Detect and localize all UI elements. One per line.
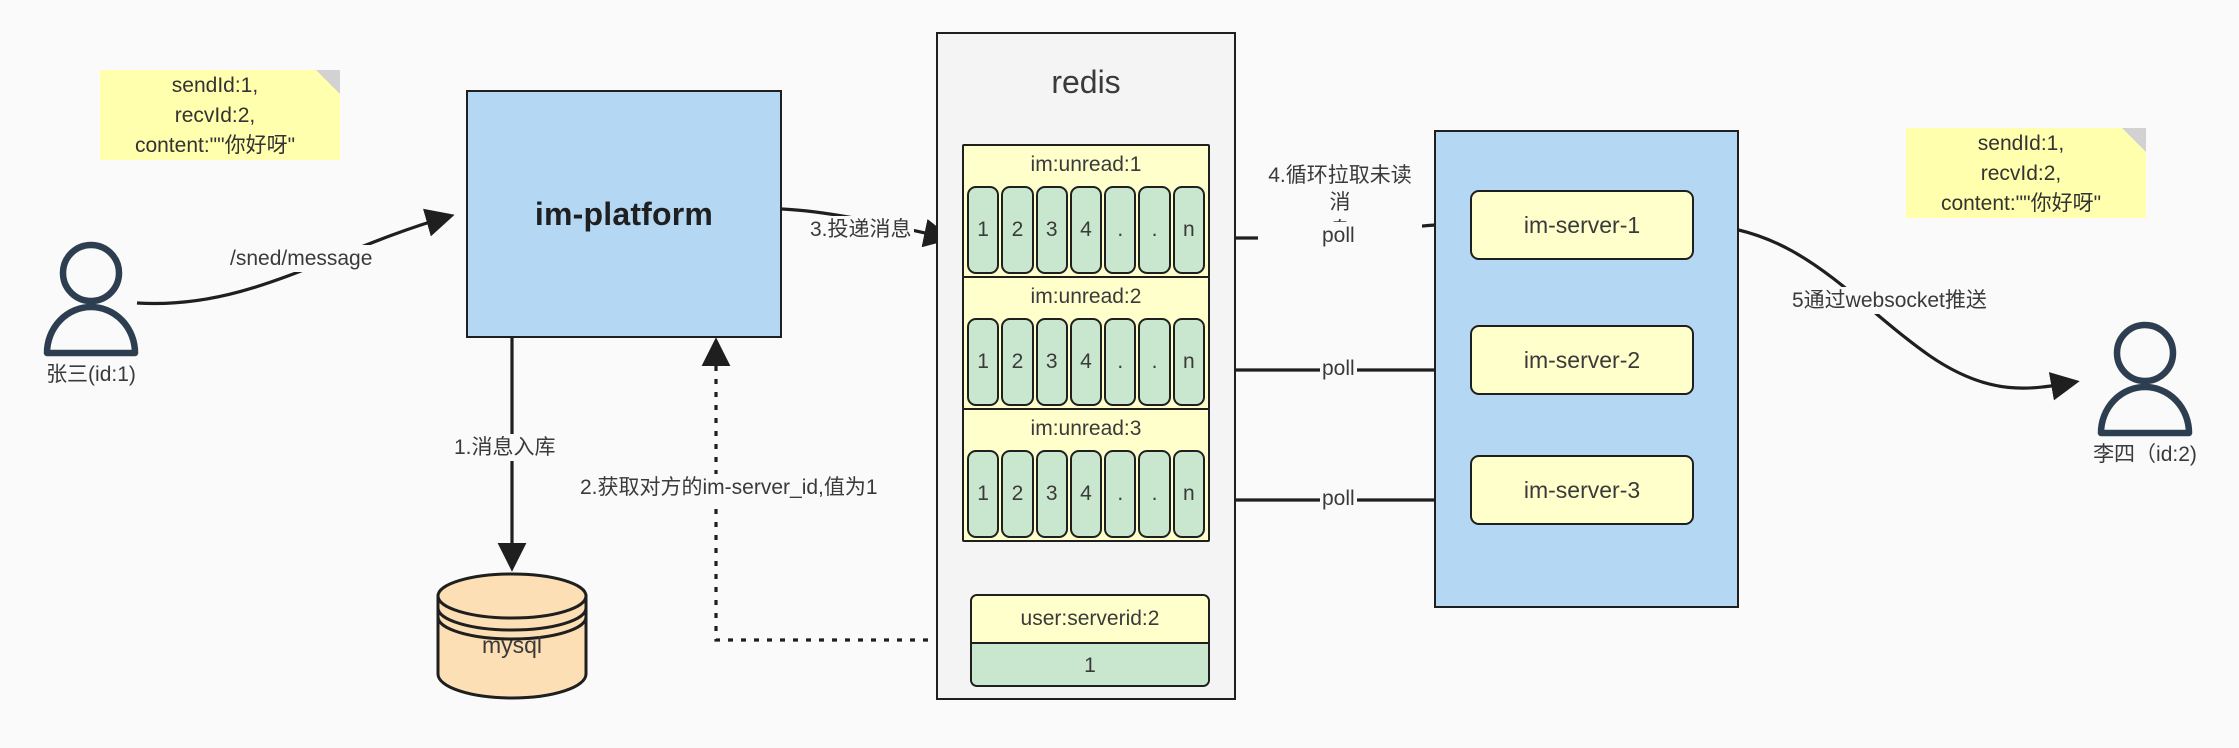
queue-cell: 2 (1001, 186, 1034, 274)
queue-cell: 1 (967, 186, 1000, 274)
redis-queue-im-unread-2[interactable]: im:unread:2 1 2 3 4 . . n (962, 276, 1210, 410)
queue-cells: 1 2 3 4 . . n (967, 450, 1205, 538)
queue-cell: 4 (1069, 450, 1103, 538)
queue-cell: 3 (1035, 186, 1068, 274)
note-dogear-icon (316, 70, 340, 94)
im-server-3-box[interactable]: im-server-3 (1470, 455, 1694, 525)
actor-receiver-label: 李四（id:2) (2093, 443, 2197, 466)
redis-title: redis (1051, 64, 1121, 100)
actor-receiver[interactable]: 李四（id:2) (2090, 320, 2200, 470)
kv-value-label: 1 (972, 644, 1208, 685)
im-platform-label: im-platform (534, 195, 714, 232)
edge-label-send-message: /sned/message (228, 245, 375, 273)
mysql-database[interactable]: mysql (432, 570, 592, 700)
note-right-message-payload: sendId:1, recvId:2, content:""你好呀" (1906, 128, 2146, 218)
im-server-1-box[interactable]: im-server-1 (1470, 190, 1694, 260)
edge-label-poll-2: poll (1320, 355, 1357, 383)
queue-cell: n (1172, 450, 1205, 538)
user-icon (43, 241, 139, 357)
im-server-2-box[interactable]: im-server-2 (1470, 325, 1694, 395)
mysql-label: mysql (481, 632, 543, 658)
queue-cell: . (1138, 450, 1171, 538)
note-dogear-icon (2122, 128, 2146, 152)
queue-cells: 1 2 3 4 . . n (967, 318, 1205, 406)
im-server-1-label: im-server-1 (1523, 211, 1641, 238)
actor-sender-label: 张三(id:1) (46, 363, 136, 386)
queue-cell: . (1138, 318, 1171, 406)
im-server-2-label: im-server-2 (1523, 346, 1641, 373)
actor-sender[interactable]: 张三(id:1) (36, 240, 146, 390)
queue-key-label: im:unread:3 (1030, 417, 1142, 440)
redis-kv-user-serverid[interactable]: user:serverid:2 1 (970, 594, 1210, 687)
redis-queue-im-unread-1[interactable]: im:unread:1 1 2 3 4 . . n (962, 144, 1210, 278)
edge-label-poll-1: poll (1320, 222, 1357, 250)
queue-cell: 1 (967, 318, 1000, 406)
edge-label-step3: 3.投递消息 (808, 216, 914, 244)
queue-cells: 1 2 3 4 . . n (967, 186, 1205, 274)
kv-key-label: user:serverid:2 (972, 596, 1208, 644)
queue-cell: . (1104, 450, 1137, 538)
edge-label-step2: 2.获取对方的im-server_id,值为1 (578, 474, 880, 502)
edge-label-step5: 5通过websocket推送 (1790, 287, 1989, 315)
queue-cell: 2 (1001, 318, 1034, 406)
note-left-message-payload: sendId:1, recvId:2, content:""你好呀" (100, 70, 340, 160)
queue-cell: . (1104, 318, 1137, 406)
redis-queue-im-unread-3[interactable]: im:unread:3 1 2 3 4 . . n (962, 408, 1210, 542)
redis-container: redis im:unread:1 1 2 3 4 . . n im:unrea… (936, 32, 1236, 700)
edge-label-poll-3: poll (1320, 485, 1357, 513)
queue-cell: 1 (967, 450, 1000, 538)
queue-cell: 2 (1001, 450, 1034, 538)
queue-cell: 3 (1035, 450, 1068, 538)
note-right-text: sendId:1, recvId:2, content:""你好呀" (1940, 132, 2102, 215)
im-platform-box[interactable]: im-platform (466, 90, 782, 338)
queue-cell: . (1138, 186, 1171, 274)
database-cylinder-icon (436, 572, 588, 700)
queue-cell: 4 (1069, 186, 1103, 274)
queue-cell: 4 (1069, 318, 1103, 406)
queue-cell: n (1172, 186, 1205, 274)
queue-cell: n (1172, 318, 1205, 406)
note-left-text: sendId:1, recvId:2, content:""你好呀" (134, 74, 296, 157)
queue-cell: . (1104, 186, 1137, 274)
user-icon (2097, 321, 2193, 437)
queue-key-label: im:unread:1 (1030, 153, 1142, 176)
queue-key-label: im:unread:2 (1030, 285, 1142, 308)
im-server-3-label: im-server-3 (1523, 476, 1641, 503)
queue-cell: 3 (1035, 318, 1068, 406)
edge-label-step1: 1.消息入库 (452, 434, 558, 462)
